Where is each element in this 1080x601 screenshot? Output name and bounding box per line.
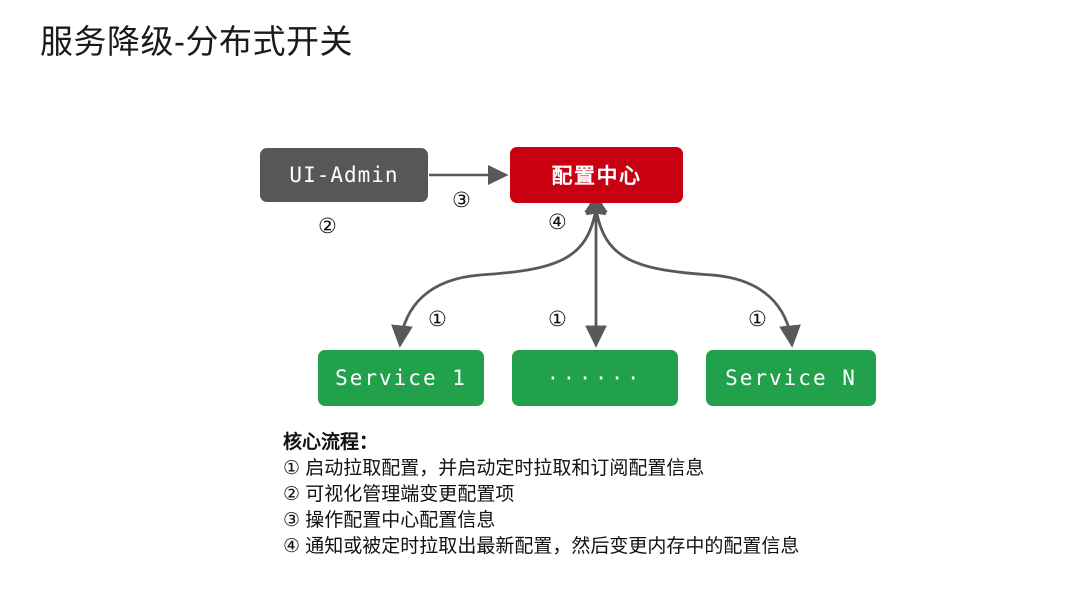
node-service-1[interactable]: Service 1 [318, 350, 484, 406]
node-service-n-label: Service N [725, 366, 857, 390]
node-config-center-label: 配置中心 [551, 165, 642, 188]
notes-heading: 核心流程： [283, 432, 379, 453]
step-marker-2: ② [318, 214, 337, 238]
node-service-ellipsis[interactable]: ······ [512, 350, 678, 406]
node-service-1-label: Service 1 [335, 366, 467, 390]
step-marker-1-right: ① [748, 307, 767, 331]
node-config-center[interactable]: 配置中心 [510, 147, 683, 203]
notes-line-1: ① 启动拉取配置，并启动定时拉取和订阅配置信息 [283, 458, 705, 479]
notes-line-3: ③ 操作配置中心配置信息 [283, 510, 496, 531]
step-marker-4: ④ [548, 210, 567, 234]
node-ui-admin[interactable]: UI-Admin [260, 148, 428, 202]
step-marker-3: ③ [452, 188, 471, 212]
notes-line-4: ④ 通知或被定时拉取出最新配置，然后变更内存中的配置信息 [283, 536, 800, 557]
notes-line-2: ② 可视化管理端变更配置项 [283, 484, 515, 505]
step-marker-1-mid: ① [548, 307, 567, 331]
step-marker-1-left: ① [428, 307, 447, 331]
core-flow-notes: 核心流程： ① 启动拉取配置，并启动定时拉取和订阅配置信息 ② 可视化管理端变更… [283, 430, 799, 560]
node-ui-admin-label: UI-Admin [289, 163, 399, 187]
page-title: 服务降级-分布式开关 [40, 23, 353, 60]
node-service-n[interactable]: Service N [706, 350, 876, 406]
node-service-ellipsis-label: ······ [546, 366, 644, 390]
